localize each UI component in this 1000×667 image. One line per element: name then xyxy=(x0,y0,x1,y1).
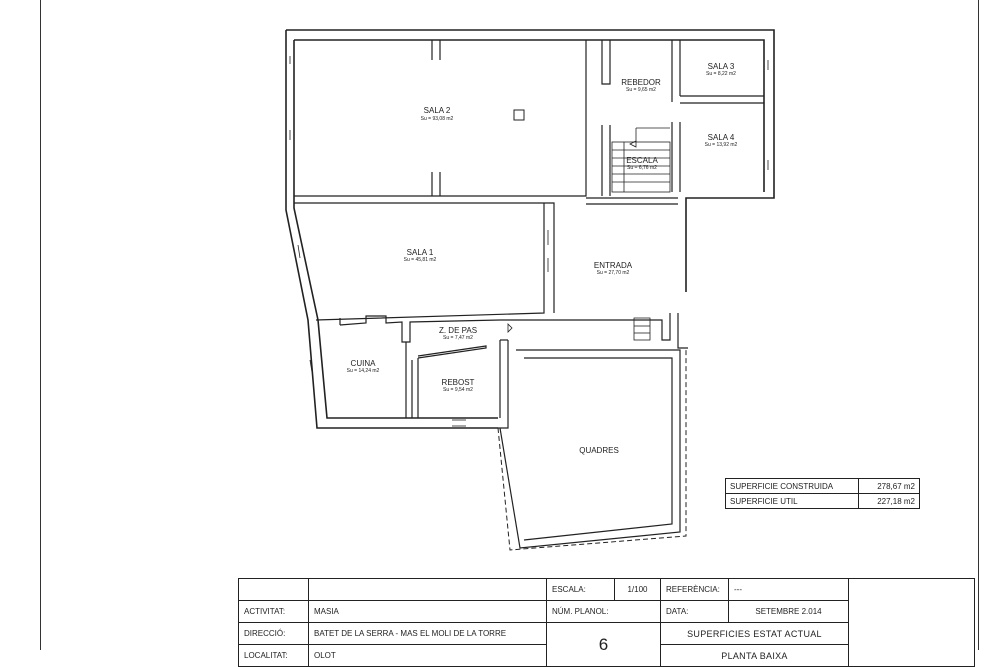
room-label-zona-de-pas: Z. DE PAS xyxy=(439,326,477,335)
surface-row-useful: SUPERFICIE UTIL 227,18 m2 xyxy=(725,493,920,509)
room-label-sala-3: SALA 3 xyxy=(708,62,735,71)
sheet-border-left xyxy=(40,0,41,650)
surface-constructed-value: 278,67 m2 xyxy=(858,478,920,494)
room-area-rebost: Su = 9,54 m2 xyxy=(443,387,473,393)
room-area-rebedor: Su = 9,65 m2 xyxy=(626,87,656,93)
escala-value: 1/100 xyxy=(614,578,661,601)
room-area-sala-3: Su = 8,22 m2 xyxy=(706,71,736,77)
surface-summary-table: SUPERFICIE CONSTRUIDA 278,67 m2 SUPERFIC… xyxy=(725,478,920,509)
room-label-rebedor: REBEDOR xyxy=(621,78,661,87)
room-area-sala-4: Su = 13,92 m2 xyxy=(705,142,738,148)
surface-row-constructed: SUPERFICIE CONSTRUIDA 278,67 m2 xyxy=(725,478,920,494)
window-marks xyxy=(289,56,769,427)
activitat-label: ACTIVITAT: xyxy=(238,600,309,623)
room-label-rebost: REBOST xyxy=(442,378,475,387)
room-area-escala: Su = 6,76 m2 xyxy=(627,165,657,171)
sheet-border-right xyxy=(978,0,979,650)
surface-useful-label: SUPERFICIE UTIL xyxy=(725,493,859,509)
activitat-value: MASIA xyxy=(308,600,547,623)
title-block: ESCALA: 1/100 REFERÈNCIA: --- ACTIVITAT:… xyxy=(238,578,975,667)
room-area-cuina: Su = 14,24 m2 xyxy=(347,368,380,374)
pillar xyxy=(513,109,525,121)
room-label-sala-4: SALA 4 xyxy=(708,133,735,142)
direccio-value: BATET DE LA SERRA - MAS EL MOLI DE LA TO… xyxy=(308,622,547,645)
escala-label: ESCALA: xyxy=(546,578,615,601)
data-label: DATA: xyxy=(660,600,729,623)
room-area-zona-de-pas: Su = 7,47 m2 xyxy=(443,335,473,341)
quadres-dashed-outline xyxy=(497,350,687,551)
localitat-label: LOCALITAT: xyxy=(238,644,309,667)
room-area-sala-2: Su = 93,08 m2 xyxy=(421,116,454,122)
room-area-entrada: Su = 27,70 m2 xyxy=(597,270,630,276)
num-planol-label: NÚM. PLANOL: xyxy=(546,600,661,623)
interior-walls xyxy=(294,40,764,549)
title-row-2: ACTIVITAT: MASIA NÚM. PLANOL: DATA: SETE… xyxy=(238,600,975,623)
drawing-title-line-1: SUPERFICIES ESTAT ACTUAL xyxy=(660,622,849,645)
room-label-sala-1: SALA 1 xyxy=(407,248,434,257)
referencia-label: REFERÈNCIA: xyxy=(660,578,729,601)
title-row-1: ESCALA: 1/100 REFERÈNCIA: --- xyxy=(238,578,975,667)
direccio-label: DIRECCIÓ: xyxy=(238,622,309,645)
num-planol-value: 6 xyxy=(546,622,661,667)
data-value: SETEMBRE 2.014 xyxy=(728,600,849,623)
surface-constructed-label: SUPERFICIE CONSTRUIDA xyxy=(725,478,859,494)
surface-useful-value: 227,18 m2 xyxy=(858,493,920,509)
referencia-value: --- xyxy=(728,578,849,601)
exterior-walls xyxy=(285,29,775,429)
room-label-cuina: CUINA xyxy=(351,359,377,368)
localitat-value: OLOT xyxy=(308,644,547,667)
logo-area xyxy=(848,578,975,667)
room-label-sala-2: SALA 2 xyxy=(424,106,451,115)
room-label-escala: ESCALA xyxy=(626,156,658,165)
stair-symbol xyxy=(611,127,671,341)
drawing-title-line-2: PLANTA BAIXA xyxy=(660,644,849,667)
room-label-entrada: ENTRADA xyxy=(594,261,633,270)
room-area-sala-1: Su = 45,81 m2 xyxy=(404,257,437,263)
room-label-quadres: QUADRES xyxy=(579,446,619,455)
floor-plan: SALA 2 Su = 93,08 m2 REBEDOR Su = 9,65 m… xyxy=(285,29,775,551)
